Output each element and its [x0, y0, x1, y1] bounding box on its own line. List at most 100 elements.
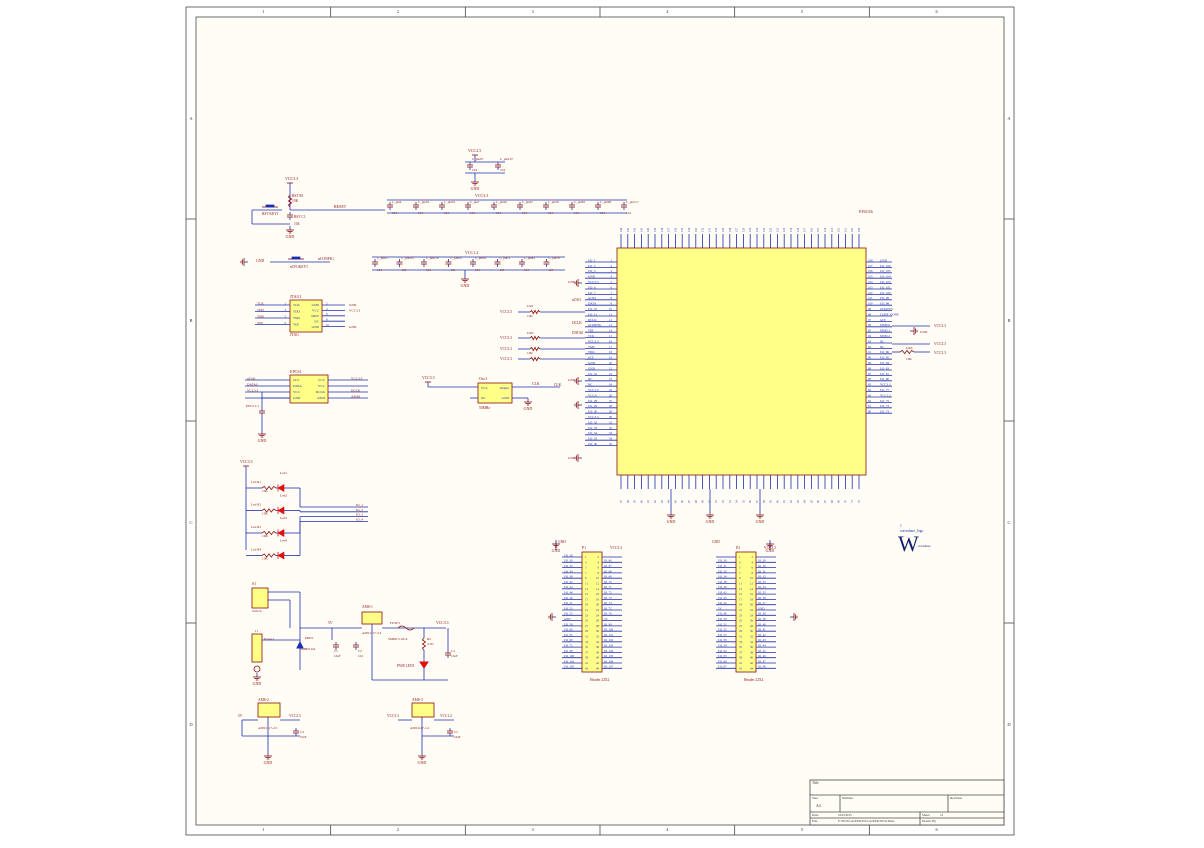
fpga-pin-name: VCC1.2 — [588, 388, 599, 392]
decap-value: 104 — [402, 268, 407, 272]
fpga-pin-name: I/O_100 — [880, 291, 891, 295]
row-marker: C — [189, 520, 192, 525]
fpga-pin-num: 125 — [749, 227, 752, 232]
fpga-pin-num: 8 — [611, 296, 613, 300]
fpga-pin-name: GND — [588, 366, 596, 370]
header-pin-num: 15 — [585, 592, 589, 596]
header-pin-num: 1 — [585, 555, 587, 559]
header-pin-num: 32 — [750, 635, 754, 639]
header-pin-num: 38 — [596, 650, 600, 654]
jtag-pin-name: TDO — [293, 310, 301, 314]
header-net: I/O_65 — [564, 633, 573, 637]
header-pin-num: 15 — [739, 592, 743, 596]
fpga-pin-num: 55 — [742, 500, 745, 503]
header-net: IO_106 — [604, 659, 614, 663]
row-marker: C — [1007, 520, 1010, 525]
fpga-pin-num: 104 — [868, 280, 873, 284]
fpga-pin-name: I/O_33 — [588, 426, 597, 430]
led-resistor-value: 10K — [262, 557, 268, 561]
tvs-sub: SMBJ5.0A — [300, 647, 316, 651]
header-pin-num: 8 — [752, 571, 754, 575]
fpga-pin-num: 46 — [681, 500, 684, 503]
config-key-cap — [291, 256, 301, 260]
column-marker: 1 — [262, 827, 264, 832]
fpga-body — [616, 247, 867, 476]
fpga-pullup-value: 10K — [527, 314, 533, 318]
header-net: I/O_55 — [564, 612, 573, 616]
fpga-pin-num: 121 — [776, 227, 779, 232]
fpga-pin-num: 21 — [609, 366, 613, 370]
logo-number: 1 — [900, 524, 902, 528]
header-pin-num: 12 — [596, 582, 600, 586]
header-net: I/O_43 — [718, 596, 727, 600]
cap-label: C5 — [454, 730, 458, 734]
fpga-pin-num: 31 — [609, 420, 613, 424]
fpga-pin-name: NC — [588, 377, 592, 381]
fpga-pin-name: I/O_29 — [588, 404, 597, 408]
header-pin-num: 38 — [750, 650, 754, 654]
epcs-gnd: GND — [258, 438, 267, 443]
header-pin-num: 27 — [585, 624, 589, 628]
resistor-symbol — [261, 530, 277, 536]
fpga-pin-name: I/O_86 — [880, 350, 889, 354]
reg3-body — [411, 702, 435, 718]
header-gnd: GND — [558, 540, 566, 544]
jtag-net: TDI — [257, 321, 264, 325]
decap-value: 104 — [377, 268, 382, 272]
decap-value: 104 — [500, 268, 505, 272]
column-marker: 3 — [532, 9, 535, 14]
decap-value: 104 — [496, 211, 501, 215]
resistor-symbol — [529, 335, 541, 341]
power-jack-barrel — [253, 665, 261, 673]
fpga-pullup-value: 10K — [527, 351, 533, 355]
fpga-pin-num: 57 — [756, 500, 759, 503]
header-net: IO_71 — [604, 585, 612, 589]
header-net: I/O_38 — [718, 580, 727, 584]
fpga-pin-num: 28 — [609, 404, 613, 408]
decap-top-power: VCC2.5 — [468, 148, 481, 153]
decap-label: C_pin71 — [500, 256, 511, 260]
header-pin-num: 28 — [596, 624, 600, 628]
fpga-pin-num: 117 — [804, 227, 807, 232]
led-diode-label: Led2 — [280, 494, 287, 498]
reg3-out: VCC1.2 — [440, 714, 452, 718]
fpga-right-gnd: GND — [920, 330, 928, 334]
fpga-pin-name: VCC3.3 — [588, 415, 599, 419]
fpga-pin-num: 130 — [715, 227, 718, 232]
header-pin-num: 9 — [739, 576, 741, 580]
resistor-symbol — [529, 356, 541, 362]
power-jack-body — [251, 633, 263, 663]
fpga-pin-num: 144 — [620, 227, 623, 232]
fpga-pin-num: 37 — [620, 500, 623, 503]
fpga-pin-num: 132 — [702, 227, 705, 232]
power-switch-body — [251, 587, 269, 609]
fpga-pin-name: I/O_98 — [880, 302, 889, 306]
jtag-pin-num: 1 — [285, 301, 287, 305]
osc-power-label: VCC3.3 — [422, 376, 435, 380]
jtag-pin-num: 10 — [326, 323, 330, 327]
fpga-pullup-value: 10K — [906, 357, 912, 361]
header-net: I/O_58 — [718, 638, 727, 642]
fpga-data-net: DATA0 — [572, 331, 583, 335]
header-net: IO_99 — [604, 622, 612, 626]
header-pin-num: 27 — [739, 624, 743, 628]
titleblock-sheet-label: Sheet — [922, 813, 930, 817]
header-net: I/O_53 — [564, 606, 573, 610]
header-pin-num: 32 — [596, 635, 600, 639]
header-pin-num: 31 — [585, 635, 589, 639]
header-net: I/O_55 — [718, 633, 727, 637]
fpga-pullup-power: VCC3.3 — [500, 347, 512, 351]
fpga-pin-num: 58 — [763, 500, 766, 503]
fpga-pin-num: 64 — [804, 500, 807, 503]
header-pin-num: 30 — [750, 629, 754, 633]
fpga-pin-num: 93 — [868, 339, 872, 343]
power-led — [419, 661, 429, 669]
fpga-pin-name: I/O_105 — [880, 269, 891, 273]
header-body — [581, 551, 603, 673]
row-marker: D — [1007, 722, 1011, 727]
fpga-pin-num: 11 — [609, 312, 612, 316]
header-pin-num: 7 — [585, 571, 587, 575]
header-pin-num: 25 — [585, 619, 589, 623]
header-net: IO_37 — [758, 601, 766, 605]
